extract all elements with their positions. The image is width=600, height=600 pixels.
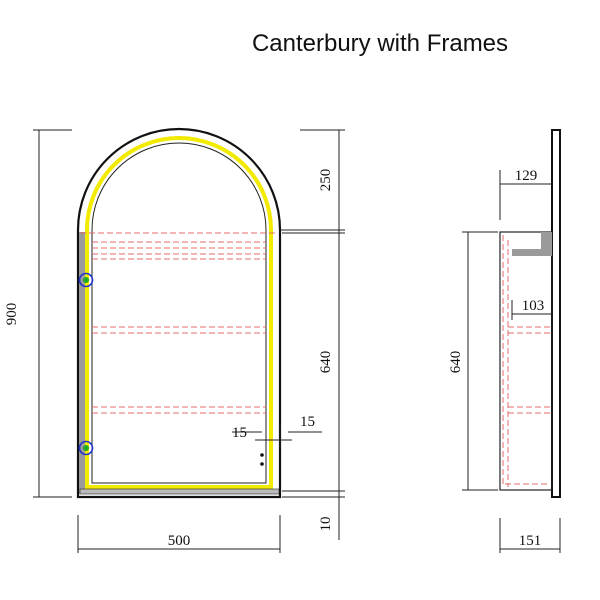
hinge-top — [78, 272, 94, 288]
dim-top-depth: 129 — [499, 168, 552, 220]
top-bracket — [541, 232, 552, 252]
cabinet-body — [499, 231, 553, 491]
dim-overall-height: 900 — [4, 129, 72, 498]
hinge-marker — [78, 440, 94, 456]
dim-right-stack: 250 640 10 — [280, 129, 345, 540]
hinge-center — [83, 445, 89, 451]
hinge-marker — [78, 272, 94, 288]
dim-label-10: 10 — [318, 517, 334, 532]
led-strip — [85, 136, 273, 489]
side-hidden-lines — [502, 235, 550, 487]
dim-label-500: 500 — [168, 533, 191, 549]
side-view: 129 103 640 151 — [448, 129, 561, 553]
sensor-dot — [260, 462, 264, 466]
inner-glass-outline — [91, 142, 267, 484]
outer-arch-frame — [76, 127, 282, 499]
bottom-frame — [79, 488, 280, 495]
dim-label-250: 250 — [318, 169, 334, 192]
hidden-shelves — [80, 232, 278, 414]
dim-label-900: 900 — [4, 303, 20, 326]
page-title: Canterbury with Frames — [251, 30, 509, 57]
sensor-dot — [260, 453, 264, 457]
dim-width: 500 — [77, 515, 281, 553]
hinge-center — [83, 277, 89, 283]
dim-offset-right: 15 — [300, 414, 315, 430]
dim-label-129: 129 — [515, 168, 538, 184]
dim-label-side-640: 640 — [448, 351, 464, 374]
top-bracket-shelf — [512, 249, 552, 256]
dim-side-height: 640 — [448, 231, 498, 491]
dim-label-640: 640 — [318, 351, 334, 374]
dim-offset-left: 15 — [232, 425, 247, 441]
dim-overall-depth: 151 — [499, 518, 561, 553]
dim-shelf-depth: 103 — [511, 298, 552, 320]
hinge-bottom — [78, 440, 94, 456]
dim-label-103: 103 — [522, 298, 545, 314]
hinge-side-band — [79, 232, 85, 494]
front-view: 15 15 900 250 640 10 500 — [4, 127, 345, 553]
dim-label-151: 151 — [519, 533, 542, 549]
mirror-plate — [551, 129, 561, 498]
